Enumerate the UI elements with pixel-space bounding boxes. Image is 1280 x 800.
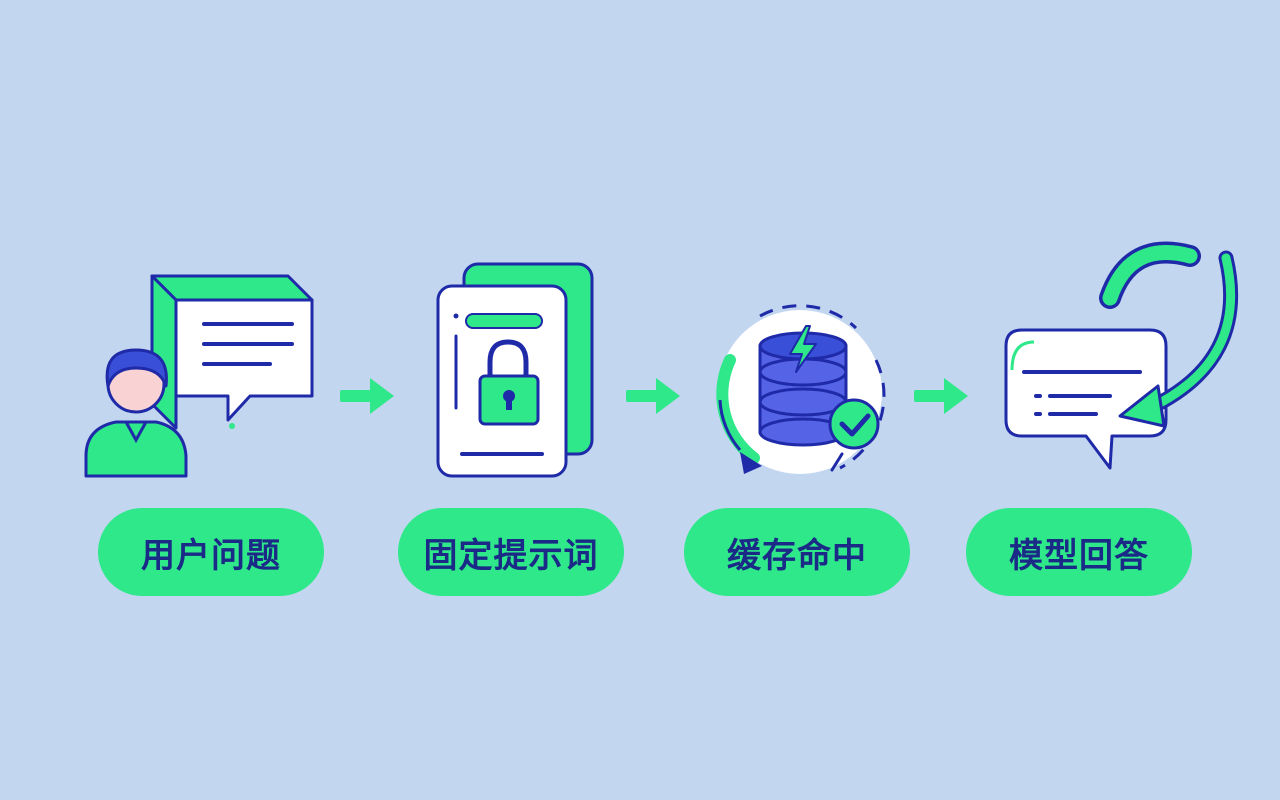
step-label-user-question: 用户问题 xyxy=(98,508,324,596)
reply-bubble-with-return-arrow-icon xyxy=(1004,241,1239,470)
arrow-right-icon xyxy=(340,378,394,414)
step-label-model-answer: 模型回答 xyxy=(966,508,1192,596)
user-with-speech-bubble-icon xyxy=(84,274,314,478)
locked-document-icon xyxy=(436,262,594,478)
arrow-right-icon xyxy=(626,378,680,414)
database-cache-hit-icon xyxy=(716,304,886,474)
step-label-fixed-prompt: 固定提示词 xyxy=(398,508,624,596)
step-label-cache-hit: 缓存命中 xyxy=(684,508,910,596)
arrow-right-icon xyxy=(914,378,968,414)
